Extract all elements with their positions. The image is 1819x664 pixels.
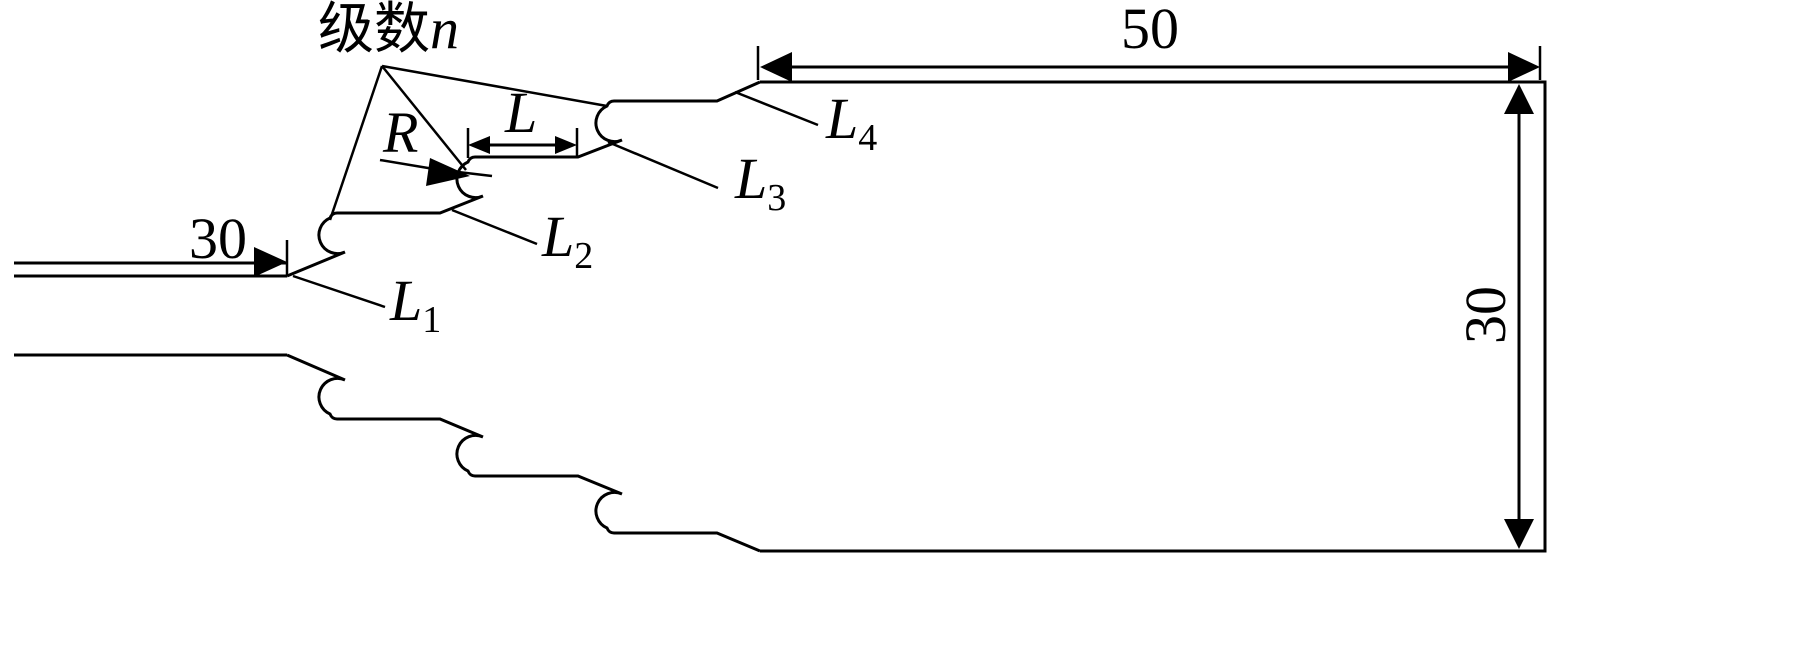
length-arrow-left xyxy=(468,136,490,154)
leader-l2 xyxy=(451,208,538,246)
leader-l4 xyxy=(734,90,819,127)
label-l1: L1 xyxy=(389,268,441,341)
length-label: L xyxy=(504,80,537,145)
stage-pointer-3 xyxy=(381,64,608,108)
leader-l1 xyxy=(292,274,386,309)
label-l3: L3 xyxy=(734,146,786,219)
dim-top-arrow-right xyxy=(1508,52,1540,82)
dim-top-value: 50 xyxy=(1121,0,1179,61)
radius-arrow-head xyxy=(426,158,470,186)
dim-right-arrow-top xyxy=(1504,84,1534,114)
lower-stepped-wall xyxy=(286,353,761,553)
dim-right-value: 30 xyxy=(1453,286,1518,344)
label-l2: L2 xyxy=(541,204,593,277)
leader-l3 xyxy=(607,140,719,190)
stage-label-var: n xyxy=(430,0,459,61)
stage-label-prefix: 级数 xyxy=(318,0,430,62)
dim-left-value: 30 xyxy=(189,206,247,271)
dim-top-arrow-left xyxy=(760,52,792,82)
stage-pointer-1 xyxy=(328,65,384,221)
dim-right-arrow-bottom xyxy=(1504,519,1534,549)
stage-pointer-2 xyxy=(381,65,467,171)
length-arrow-right xyxy=(555,136,577,154)
label-l4: L4 xyxy=(825,86,877,159)
radius-tick xyxy=(457,170,493,178)
radius-label: R xyxy=(382,100,418,165)
outlet-chamber xyxy=(760,80,1547,553)
upper-stepped-wall xyxy=(286,80,761,278)
dim-left-arrow xyxy=(254,247,287,277)
